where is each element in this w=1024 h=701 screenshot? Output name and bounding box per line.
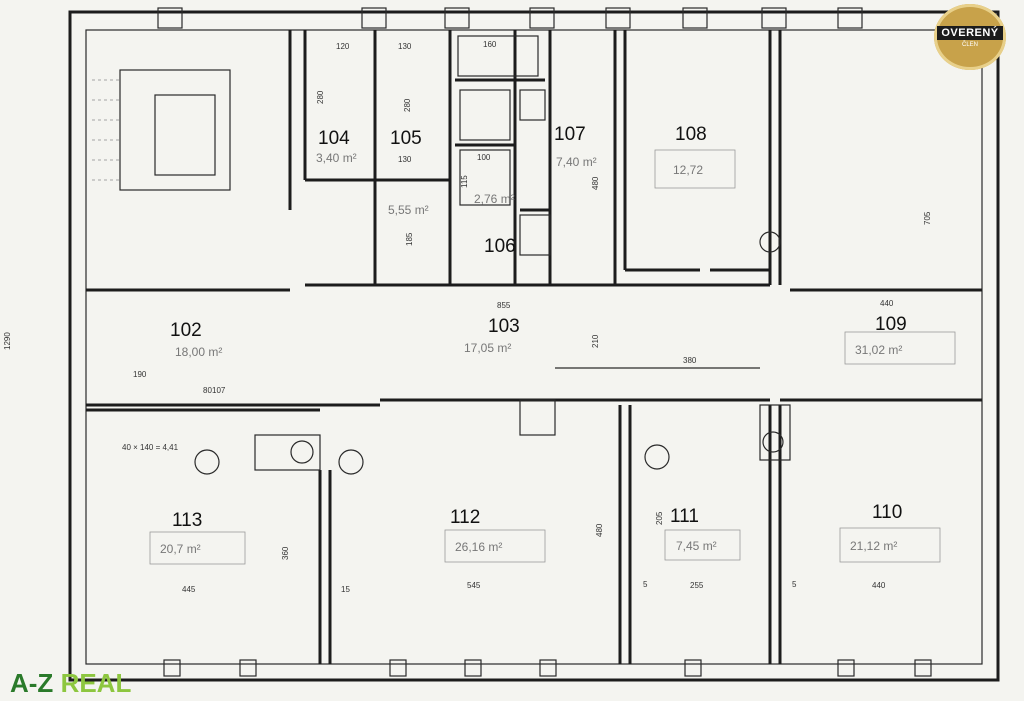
badge-title: OVERENÝ [937, 26, 1003, 40]
area-box-112 [444, 529, 546, 563]
svg-text:130: 130 [398, 42, 412, 51]
room-area-112: 26,16 m² [455, 540, 502, 554]
room-number-104: 104 [318, 128, 350, 149]
room-number-105: 105 [390, 128, 422, 149]
svg-text:480: 480 [591, 176, 600, 190]
svg-text:100: 100 [477, 153, 491, 162]
room-area-103: 17,05 m² [464, 341, 511, 355]
svg-text:5: 5 [643, 580, 648, 589]
room-number-109: 109 [875, 314, 907, 335]
svg-text:705: 705 [923, 211, 932, 225]
svg-text:107: 107 [212, 386, 226, 395]
room-area-107: 7,40 m² [556, 155, 597, 169]
logo-part-1: A-Z [10, 668, 54, 698]
svg-text:160: 160 [483, 40, 497, 49]
window-stubs [157, 7, 932, 677]
room-area-110: 21,12 m² [850, 539, 897, 553]
room-108-walls [613, 30, 782, 287]
svg-text:445: 445 [182, 585, 196, 594]
svg-text:190: 190 [133, 370, 147, 379]
room-number-102: 102 [170, 320, 202, 341]
svg-text:440: 440 [872, 581, 886, 590]
svg-text:1290: 1290 [3, 332, 12, 350]
svg-text:440: 440 [880, 299, 894, 308]
svg-text:360: 360 [281, 546, 290, 560]
outer-wall [68, 10, 1000, 682]
room-area-113: 20,7 m² [160, 542, 201, 556]
room-number-106: 106 [484, 236, 516, 257]
area-box-110 [839, 527, 941, 563]
chimneys [194, 444, 670, 475]
verified-member-badge: OVERENÝ ČLEN [934, 4, 1006, 70]
svg-text:480: 480 [595, 523, 604, 537]
service-block [288, 30, 615, 287]
svg-text:185: 185 [405, 232, 414, 246]
room-area-109: 31,02 m² [855, 343, 902, 357]
area-box-111 [664, 529, 741, 561]
room-number-113: 113 [172, 510, 202, 531]
area-box-108 [654, 149, 736, 189]
room-number-107: 107 [554, 124, 586, 145]
room-number-110: 110 [872, 502, 902, 523]
az-real-logo: A-Z REAL [10, 668, 131, 699]
bottom-rooms [86, 231, 791, 664]
svg-text:210: 210 [591, 334, 600, 348]
svg-text:280: 280 [316, 90, 325, 104]
inner-wall [85, 29, 983, 665]
logo-part-2: REAL [60, 668, 132, 698]
svg-text:80: 80 [203, 386, 212, 395]
corridor-walls [86, 288, 982, 436]
svg-text:40 × 140 = 4,41: 40 × 140 = 4,41 [122, 443, 179, 452]
room-number-111: 111 [670, 506, 699, 527]
svg-text:5: 5 [792, 580, 797, 589]
dimension-labels: 1290 855 705 440 210 380 190 120 130 130… [3, 40, 932, 594]
svg-text:130: 130 [398, 155, 412, 164]
room-area-105: 5,55 m² [388, 203, 429, 217]
svg-text:205: 205 [655, 511, 664, 525]
svg-text:255: 255 [690, 581, 704, 590]
room-number-112: 112 [450, 507, 480, 528]
area-box-113 [149, 531, 246, 565]
room-number-108: 108 [675, 124, 707, 145]
room-area-111: 7,45 m² [676, 539, 717, 553]
svg-text:545: 545 [467, 581, 481, 590]
room-area-106: 2,76 m² [474, 192, 515, 206]
svg-text:120: 120 [336, 42, 350, 51]
svg-text:380: 380 [683, 356, 697, 365]
svg-text:855: 855 [497, 301, 511, 310]
room-area-104: 3,40 m² [316, 151, 357, 165]
room-number-103: 103 [488, 316, 520, 337]
room-area-102: 18,00 m² [175, 345, 222, 359]
svg-text:115: 115 [460, 175, 469, 188]
area-box-109 [844, 331, 956, 365]
staircase [92, 69, 231, 191]
room-area-108: 12,72 [673, 163, 703, 177]
svg-text:280: 280 [403, 98, 412, 112]
badge-subtitle: ČLEN [961, 42, 978, 48]
svg-text:15: 15 [341, 585, 350, 594]
